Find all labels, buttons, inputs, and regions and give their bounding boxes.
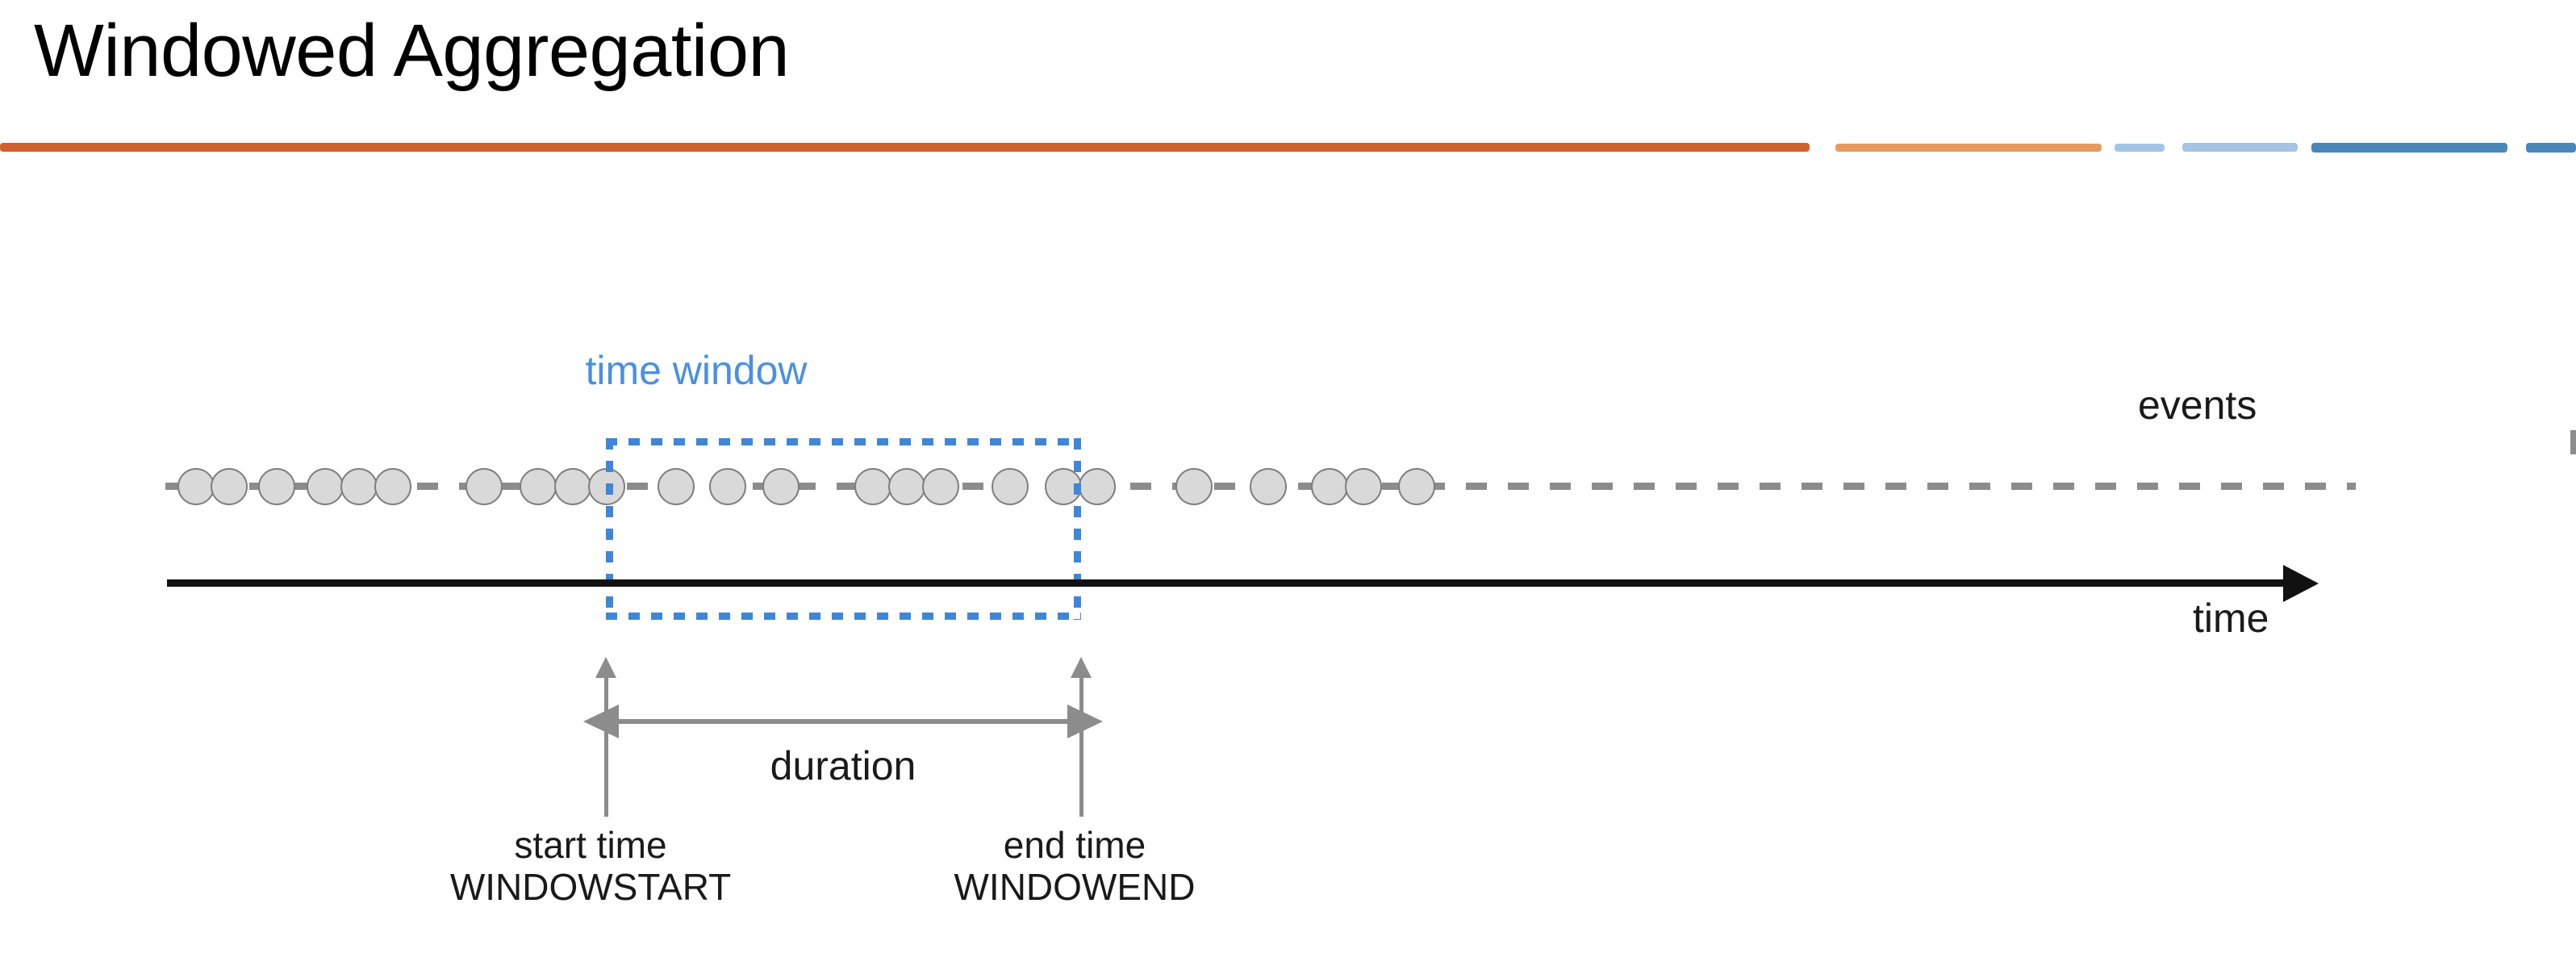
event-dot [1311,468,1348,505]
time-axis-label: time [2193,596,2269,641]
event-dot [1175,468,1213,505]
event-dot [258,468,295,505]
event-dot [211,468,248,505]
time-window-rectangle [606,438,1081,620]
event-dot [340,468,378,505]
window-start-function: WINDOWSTART [449,865,732,908]
event-dot [554,468,591,505]
window-end-function: WINDOWEND [954,865,1196,908]
events-label: events [2138,383,2257,428]
event-dot [520,468,557,505]
event-dot [374,468,411,505]
time-axis-arrowhead-icon [2283,565,2319,602]
window-end-tick-arrowhead-icon [1071,657,1092,678]
segment-light-blue-1 [2115,144,2165,152]
time-window-label: time window [585,348,808,393]
window-start-tick-arrowhead-icon [595,657,616,678]
segment-dark-orange [0,143,1810,152]
event-dot [307,468,344,505]
duration-label: duration [770,743,916,788]
segment-light-blue-2 [2182,143,2298,152]
event-dot [1345,468,1382,505]
segment-medium-blue-2 [2526,143,2576,153]
window-start-tick [604,676,608,817]
segment-medium-blue-1 [2311,143,2507,153]
event-dot [466,468,503,505]
clipped-edge-fragment [2570,430,2576,454]
window-start-label: start time [514,824,667,866]
duration-measure-line [617,719,1069,724]
duration-arrowhead-left-icon [583,705,619,738]
event-dot [1079,468,1116,505]
event-dot [1250,468,1287,505]
event-dot [1398,468,1435,505]
window-end-label: end time [1003,824,1146,866]
duration-arrowhead-right-icon [1067,705,1103,738]
event-dot [177,468,215,505]
segment-light-orange [1835,144,2102,152]
window-end-label-group: end time WINDOWEND [849,824,1301,908]
page-title: Windowed Aggregation [34,10,790,92]
window-end-tick [1079,676,1083,817]
window-start-label-group: start time WINDOWSTART [365,824,816,908]
time-axis-line [167,579,2297,587]
